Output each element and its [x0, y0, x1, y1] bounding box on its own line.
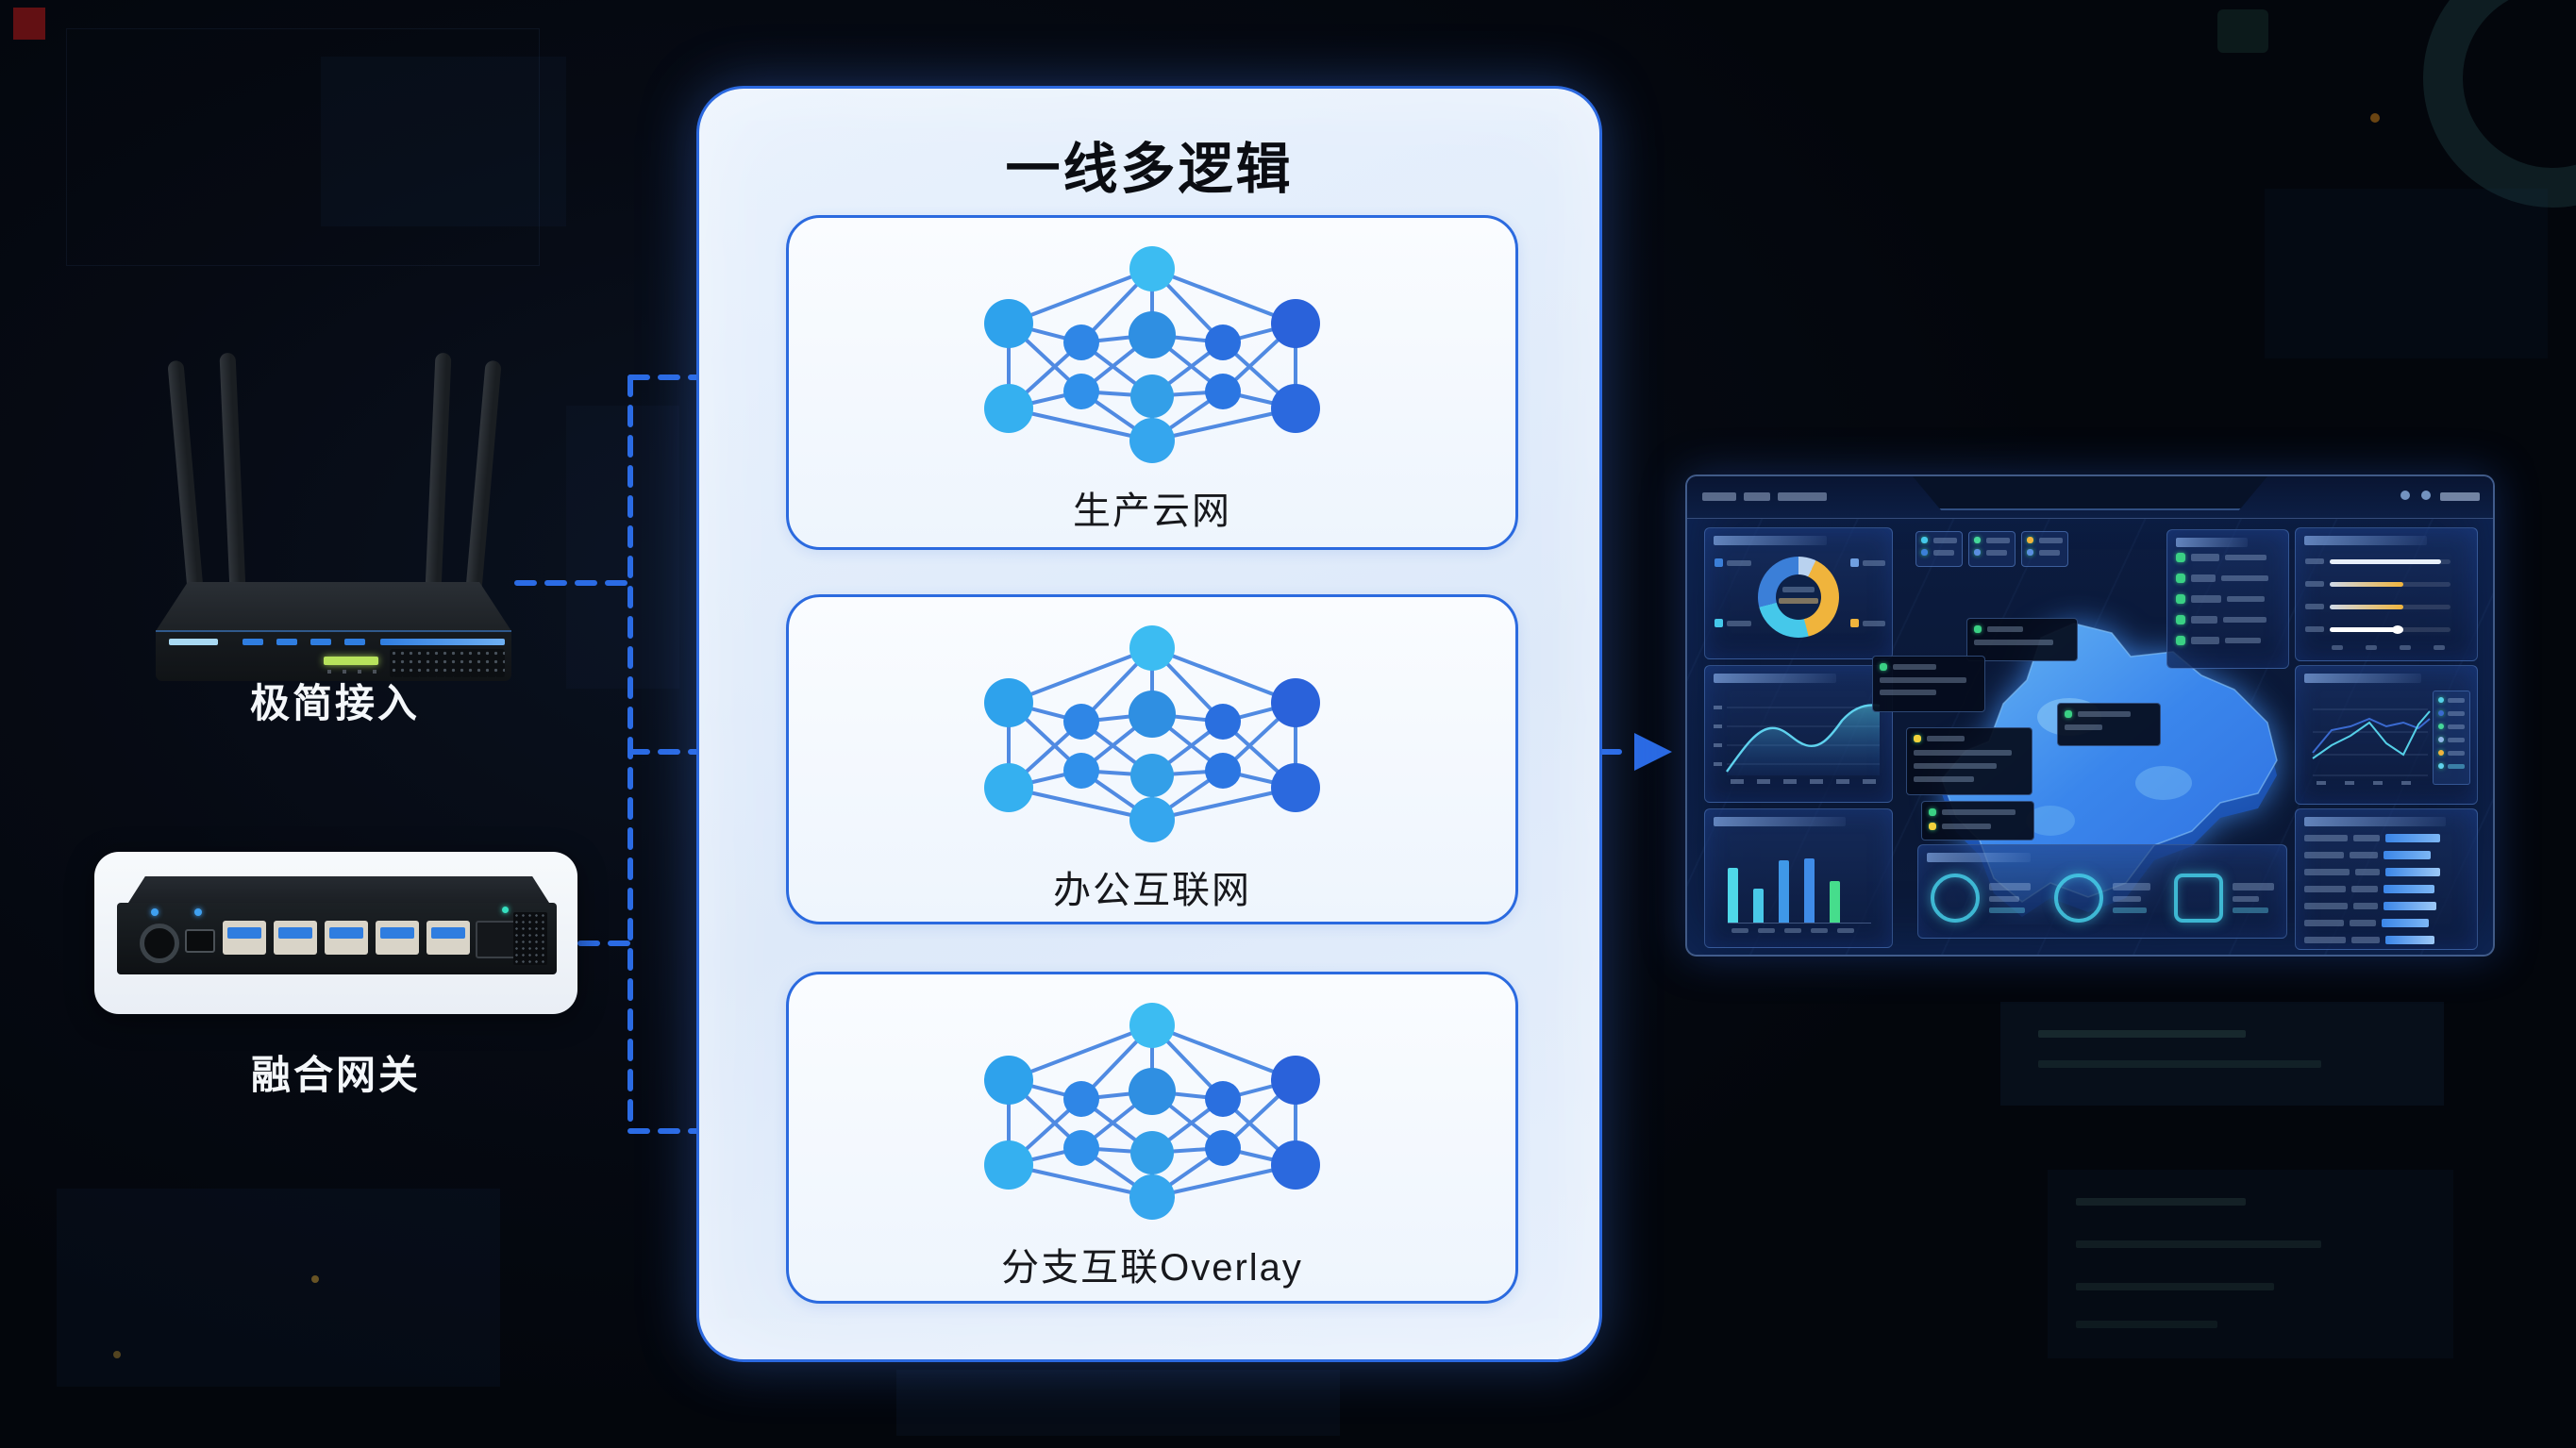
- bg-yellow-dot: [113, 1351, 121, 1358]
- gateway-lan-port: [223, 921, 266, 955]
- gauge: [2053, 874, 2150, 923]
- gateway-console-port: [185, 929, 215, 953]
- area-chart: [1714, 704, 1881, 784]
- network-label: 办公互联网: [1053, 870, 1251, 911]
- map-callout: [1966, 618, 2078, 661]
- dashboard-table-panel: [2295, 808, 2478, 950]
- dashboard-device-list-panel: [2166, 529, 2289, 669]
- bg-red-square: [13, 8, 45, 40]
- map-callout: [1872, 656, 1985, 712]
- bg-ghost-panel: [2000, 1002, 2444, 1106]
- router-top-face: [156, 582, 511, 631]
- router-device-image: [142, 351, 528, 681]
- gateway-card: [94, 852, 577, 1014]
- router-antenna-icon: [219, 352, 246, 593]
- logic-panel: 一线多逻辑 生产云网 办公互联网 分支互联Overlay: [696, 86, 1602, 1362]
- gateway-status-led: [502, 907, 509, 913]
- router-front-face: [156, 630, 511, 681]
- map-callout: [1906, 727, 2032, 795]
- bg-ghost-panel: [566, 406, 679, 689]
- dashboard-bar-chart-panel: [1704, 808, 1893, 948]
- network-label: 生产云网: [1073, 491, 1231, 532]
- gateway-power-port: [140, 924, 179, 963]
- bell-icon: [2400, 491, 2410, 500]
- user-icon: [2421, 491, 2431, 500]
- bg-ghost-panel: [321, 57, 566, 226]
- bg-orange-dot: [2370, 113, 2380, 123]
- network-box-branch-overlay: 分支互联Overlay: [786, 972, 1518, 1304]
- router-vent-grille: [390, 649, 505, 677]
- bg-ghost-panel: [57, 1189, 500, 1387]
- gauge-device: [2174, 874, 2275, 923]
- gateway-label: 融合网关: [250, 1053, 421, 1097]
- dashboard-area-chart-panel: [1704, 665, 1893, 803]
- gateway-lan-port: [274, 921, 317, 955]
- stat-box: [1915, 531, 1963, 567]
- line-chart-legend: [2433, 691, 2470, 785]
- gauge: [1930, 874, 2031, 923]
- bg-ghost-panel: [66, 28, 540, 266]
- bg-ghost-panel: [2265, 189, 2548, 358]
- dashboard-header: [1687, 476, 2493, 519]
- stat-box: [1968, 531, 2016, 567]
- gateway-lan-port: [376, 921, 419, 955]
- gateway-front-face: [117, 903, 557, 974]
- dashboard-donut-panel: [1704, 527, 1893, 659]
- dashboard-gauge-panel: [1917, 844, 2287, 939]
- map-callout: [1921, 801, 2034, 841]
- line-chart: [2312, 708, 2431, 785]
- network-box-office: 办公互联网: [786, 594, 1518, 924]
- bg-yellow-dot: [311, 1275, 319, 1283]
- router-antenna-icon: [425, 352, 452, 593]
- network-mesh-icon: [982, 620, 1322, 848]
- arrowhead-dashboard: [1634, 733, 1672, 771]
- bg-green-blob: [2217, 9, 2268, 53]
- gateway-lan-port: [325, 921, 368, 955]
- map-callout: [2057, 703, 2161, 746]
- network-label: 分支互联Overlay: [1001, 1247, 1303, 1289]
- dashboard-line-chart-panel: [2295, 665, 2478, 805]
- gateway-top-face: [128, 876, 549, 903]
- bar-chart: [1728, 840, 1871, 924]
- gateway-vent-grille: [513, 912, 547, 965]
- donut-chart: [1758, 557, 1839, 638]
- stat-box: [2021, 531, 2068, 567]
- header-menu-text: [2440, 492, 2480, 501]
- router-antenna-icon: [465, 359, 502, 593]
- network-box-production: 生产云网: [786, 215, 1518, 550]
- bg-ghost-panel: [896, 1370, 1340, 1436]
- dashboard-hbar-panel: [2295, 527, 2478, 661]
- monitoring-dashboard-image: [1685, 474, 2495, 957]
- router-antenna-icon: [167, 359, 204, 593]
- bg-ghost-panel: [2048, 1170, 2453, 1358]
- panel-title: 一线多逻辑: [1005, 139, 1294, 200]
- network-mesh-icon: [982, 241, 1322, 469]
- gateway-lan-port: [427, 921, 470, 955]
- network-mesh-icon: [982, 997, 1322, 1225]
- router-status-led: [324, 657, 378, 665]
- router-label: 极简接入: [249, 681, 420, 725]
